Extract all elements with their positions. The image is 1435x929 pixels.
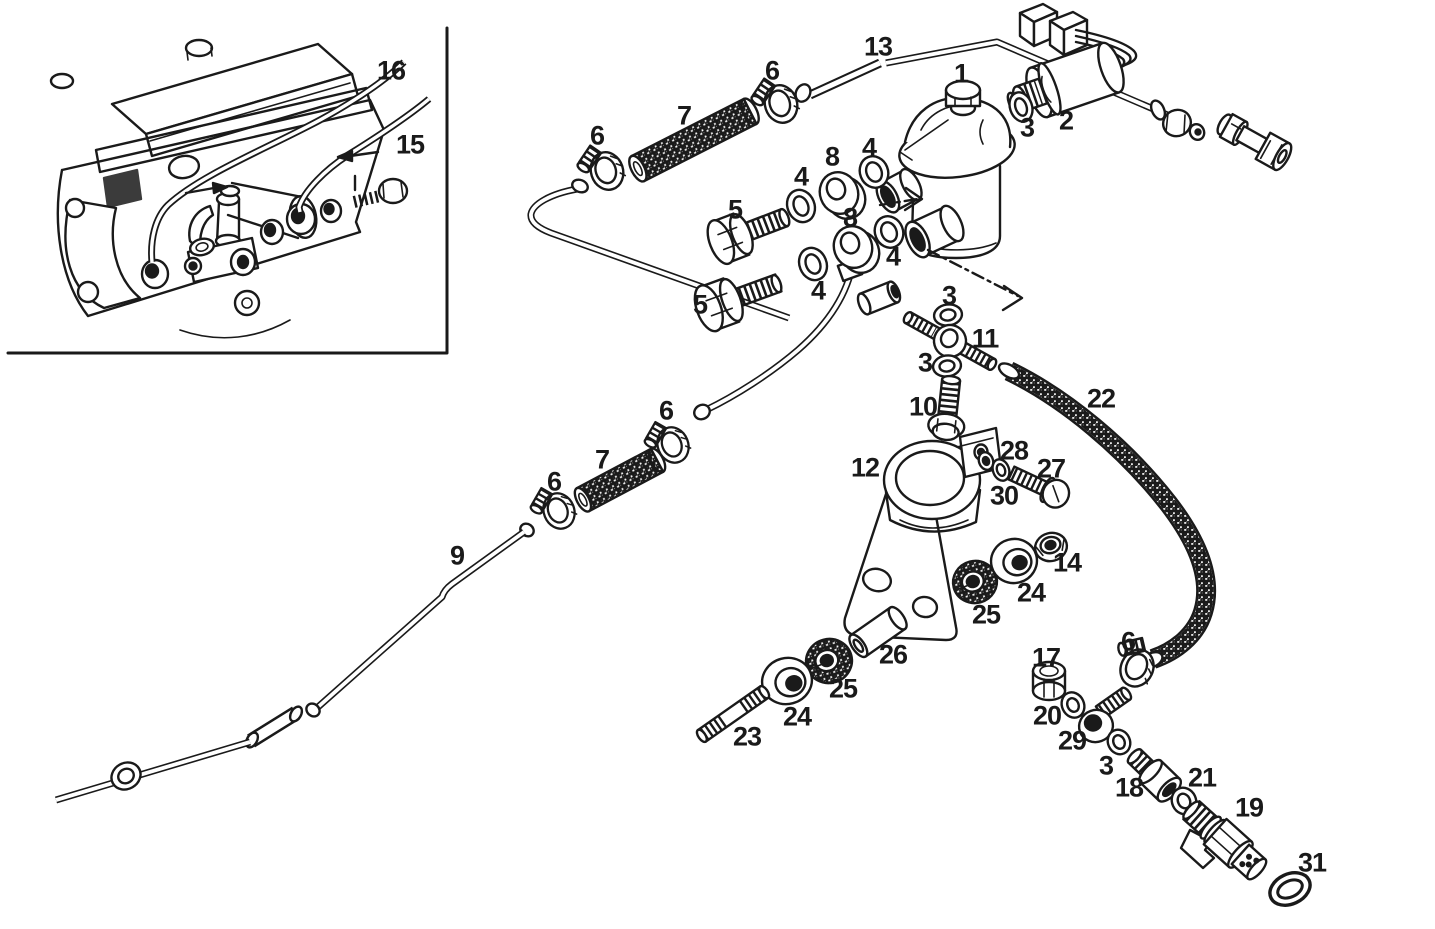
part-label-9: 9: [449, 540, 465, 571]
part-label-25: 25: [828, 673, 858, 704]
pipe-13: [794, 58, 882, 103]
rubber-bushing-25-upper: [951, 559, 999, 605]
fuel-hose-mid: [573, 447, 667, 513]
rubber-bushing-25-lower: [804, 637, 854, 685]
part-label-3: 3: [941, 280, 957, 311]
pipe-9: [54, 522, 535, 804]
part-label-26: 26: [878, 639, 908, 670]
part-label-12: 12: [850, 452, 880, 483]
part-label-14: 14: [1052, 547, 1082, 578]
part-label-4: 4: [885, 241, 901, 272]
temperature-sensor-19: [1179, 800, 1268, 881]
banjo-bolt-lower: [693, 273, 783, 333]
inset-pipe-16: [148, 59, 407, 263]
part-label-22: 22: [1086, 383, 1116, 414]
spring-washer-28: [977, 451, 995, 471]
leader-lines: [878, 186, 1024, 312]
part-label-4: 4: [793, 161, 809, 192]
washer-3-bottom: [1106, 728, 1132, 756]
part-label-17: 17: [1031, 642, 1061, 673]
fuel-filter: [875, 79, 1016, 260]
part-label-27: 27: [1036, 453, 1066, 484]
o-ring-31: [1268, 871, 1312, 907]
part-label-3: 3: [1098, 750, 1114, 781]
fuel-hose-top: [628, 97, 760, 183]
part-label-21: 21: [1187, 762, 1217, 793]
return-pipe: [527, 178, 791, 322]
part-label-3: 3: [917, 347, 933, 378]
part-label-6: 6: [658, 395, 674, 426]
part-label-31: 31: [1297, 847, 1327, 878]
stud-23: [695, 684, 771, 744]
part-label-29: 29: [1057, 725, 1087, 756]
tee-fitting-11: [902, 311, 998, 371]
inset-installation-view: [6, 26, 449, 355]
washer-4-lower-right: [873, 215, 905, 249]
part-label-10: 10: [908, 391, 938, 422]
connector-plug: [1018, 2, 1089, 57]
part-label-6: 6: [546, 466, 562, 497]
filter-top-bolt: [944, 79, 982, 117]
inset-bolt: [352, 174, 409, 208]
part-label-15: 15: [395, 129, 425, 160]
washer-4-upper-left: [785, 188, 817, 224]
part-label-20: 20: [1032, 700, 1062, 731]
washer-3-solenoid: [1008, 91, 1034, 123]
banjo-bolt-upper: [706, 207, 791, 266]
cap-nut-17: [1031, 660, 1067, 702]
part-label-16: 16: [376, 55, 406, 86]
part-label-4: 4: [861, 132, 877, 163]
flow-arrow-left: [336, 149, 380, 163]
small-spacer-sleeve: [856, 280, 902, 316]
part-label-6: 6: [589, 120, 605, 151]
washer-20: [1060, 691, 1086, 719]
part-label-24: 24: [782, 701, 812, 732]
filter-port-lower: [904, 204, 965, 259]
part-label-5: 5: [727, 194, 743, 225]
part-label-19: 19: [1234, 792, 1264, 823]
part-label-25: 25: [971, 599, 1001, 630]
inset-border: [6, 26, 449, 355]
part-label-4: 4: [810, 275, 826, 306]
part-label-24: 24: [1016, 577, 1046, 608]
banjo-ring-29: [1077, 686, 1133, 744]
part-label-7: 7: [594, 444, 610, 475]
part-label-7: 7: [676, 100, 692, 131]
union-fitting: [1216, 112, 1293, 172]
part-label-23: 23: [732, 721, 762, 752]
spacer-26: [848, 605, 908, 659]
banjo-union-upper: [818, 171, 867, 220]
bolt-27: [1007, 465, 1071, 509]
fitting-18: [1126, 748, 1183, 803]
part-label-5: 5: [692, 289, 708, 320]
washer-4-lower-left: [797, 246, 829, 282]
part-label-2: 2: [1058, 105, 1074, 136]
part-label-11: 11: [971, 323, 1000, 354]
washer-30: [991, 458, 1011, 482]
part-label-13: 13: [863, 31, 893, 62]
part-label-18: 18: [1114, 772, 1144, 803]
hose-22: [997, 361, 1217, 670]
part-label-6: 6: [764, 55, 780, 86]
flow-arrow-right: [184, 181, 229, 195]
part-label-6: 6: [1120, 626, 1136, 657]
pipe-clip: [110, 761, 142, 791]
injection-pump: [183, 184, 260, 284]
banjo-union-lower: [832, 224, 881, 275]
part-label-30: 30: [989, 480, 1019, 511]
part-label-28: 28: [999, 435, 1029, 466]
part-label-1: 1: [953, 58, 969, 89]
part-label-3: 3: [1019, 112, 1035, 143]
washer-24-lower: [760, 656, 814, 706]
washer-4-upper-right: [858, 155, 890, 189]
part-label-8: 8: [842, 202, 858, 233]
part-label-8: 8: [824, 141, 840, 172]
bracket-12: [843, 426, 1003, 642]
nut-14: [1033, 531, 1069, 563]
bolt-10: [927, 374, 966, 442]
